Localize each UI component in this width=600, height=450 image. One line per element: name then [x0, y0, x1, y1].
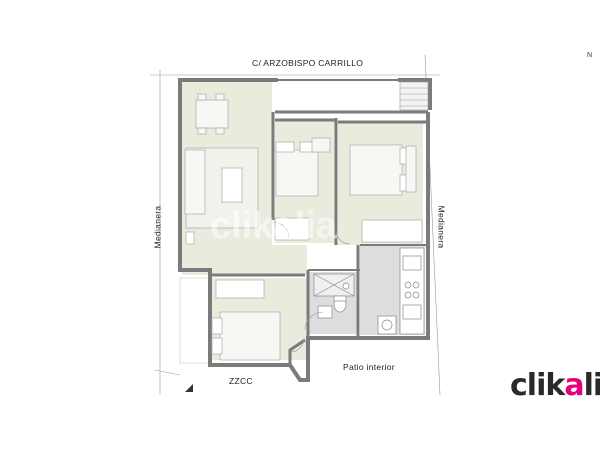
entrance-arrow-icon: [185, 384, 193, 392]
doors: [272, 221, 351, 353]
bathroom-sink: [317, 305, 333, 319]
right-wall-label: Medianera: [436, 205, 447, 249]
north-indicator-icon: N: [587, 52, 593, 59]
bedroom-bottom-furniture: [211, 279, 281, 361]
wardrobe-bottom: [215, 279, 265, 299]
patio-label: Patio interior: [343, 362, 395, 372]
bathroom-fixtures: [313, 273, 355, 319]
walls: [178, 78, 432, 382]
stair-railing: [399, 81, 429, 111]
bed-small: [275, 149, 319, 197]
street-label: C/ ARZOBISPO CARRILLO: [252, 58, 364, 68]
sofa: [184, 149, 206, 215]
terrace-floor: [179, 277, 211, 364]
dining-table: [195, 99, 229, 129]
living-furniture: [184, 93, 259, 245]
brand-logo: clikalia: [510, 368, 600, 403]
double-bed-bottom: [219, 311, 281, 361]
bedroom-left-furniture: [274, 137, 331, 241]
kitchen-fixtures: [377, 247, 425, 335]
bedroom-right-furniture: [349, 144, 423, 243]
double-bed-right: [349, 144, 403, 196]
wardrobe-right: [361, 219, 423, 243]
coffee-table: [221, 167, 243, 203]
wardrobe-left: [274, 217, 310, 241]
balcony-floor: [278, 82, 398, 112]
common-area-label: ZZCC: [229, 376, 253, 386]
left-wall-label: Medianera: [152, 205, 163, 249]
watermark-logo: clikalia: [210, 205, 338, 247]
